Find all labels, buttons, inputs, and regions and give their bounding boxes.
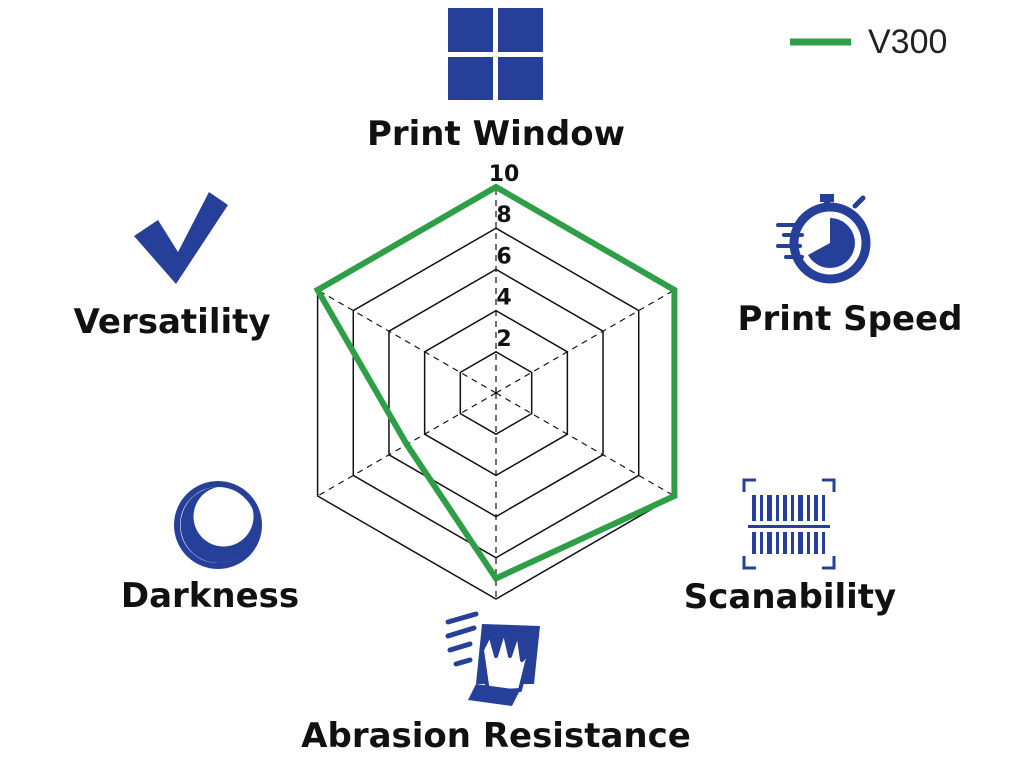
- stopwatch-icon: [776, 194, 871, 284]
- tick-label-8: 8: [496, 203, 511, 228]
- grid-ring-8: [352, 227, 640, 559]
- tick-label-2: 2: [496, 327, 511, 352]
- checkmark-icon: [134, 192, 228, 284]
- tick-label-4: 4: [496, 286, 511, 311]
- series-point: [403, 441, 410, 448]
- series-point: [671, 287, 678, 293]
- window-grid-icon: [448, 8, 543, 100]
- radar-series: [313, 183, 678, 583]
- wiping-hand-icon: [445, 611, 540, 706]
- barcode-scan-icon: [742, 478, 836, 570]
- legend-label-v300: V300: [868, 23, 947, 61]
- axis-label-versatility: Versatility: [73, 302, 270, 342]
- crescent-moon-icon: [174, 481, 262, 569]
- grid-spoke: [317, 289, 497, 394]
- series-point: [314, 287, 321, 293]
- series-point: [671, 493, 678, 499]
- axis-label-print-window: Print Window: [367, 114, 625, 154]
- grid-ring-2: [459, 350, 533, 436]
- axis-label-darkness: Darkness: [121, 576, 299, 616]
- grid-spoke: [495, 289, 675, 394]
- legend: V300: [790, 23, 947, 61]
- axis-label-print-speed: Print Speed: [738, 299, 963, 339]
- axis-label-abrasion-resistance: Abrasion Resistance: [301, 716, 691, 756]
- tick-label-10: 10: [489, 162, 520, 187]
- tick-label-6: 6: [496, 244, 511, 269]
- grid-spoke: [495, 392, 675, 497]
- radial-tick-labels: 2 4 6 8 10: [489, 162, 520, 352]
- series-point: [493, 575, 499, 582]
- axis-label-scanability: Scanability: [684, 577, 896, 617]
- series-point: [493, 184, 499, 190]
